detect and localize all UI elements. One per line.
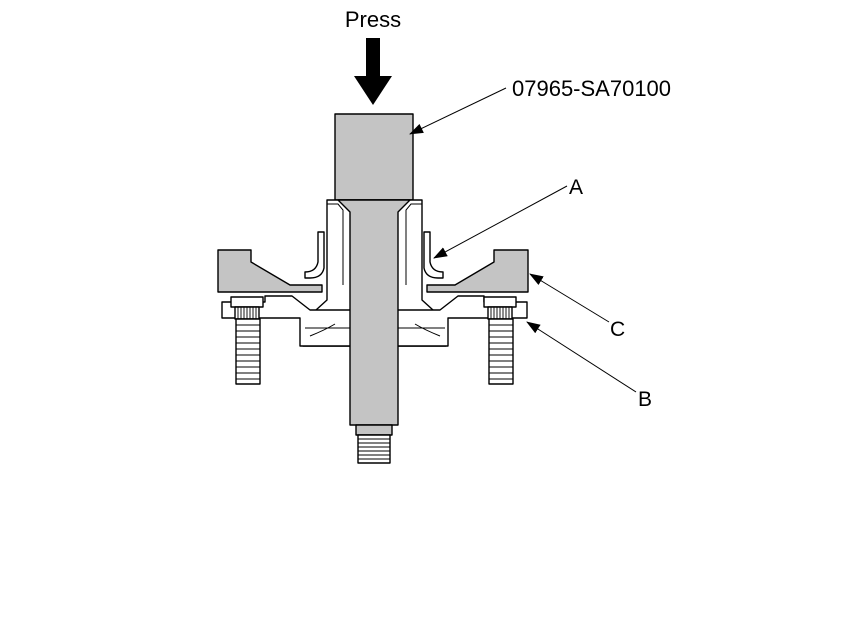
label-a: A (569, 176, 583, 199)
leader-lines (409, 87, 637, 393)
label-tool-number: 07965-SA70100 (512, 76, 671, 101)
wheel-stud-left (230, 296, 264, 385)
label-press: Press (345, 7, 401, 32)
leader-tool (409, 87, 507, 135)
leader-c (529, 273, 610, 323)
wheel-stud-right-b (483, 296, 517, 385)
shaft-thread (357, 434, 391, 464)
press-tool (334, 113, 414, 201)
bearing-a (304, 200, 444, 290)
press-arrow-icon (354, 38, 392, 105)
press-shaft (337, 199, 411, 436)
support-plate-c (217, 249, 529, 293)
leader-b (526, 321, 637, 393)
label-c: C (610, 318, 625, 341)
leader-a (433, 185, 568, 259)
label-b: B (638, 388, 652, 411)
